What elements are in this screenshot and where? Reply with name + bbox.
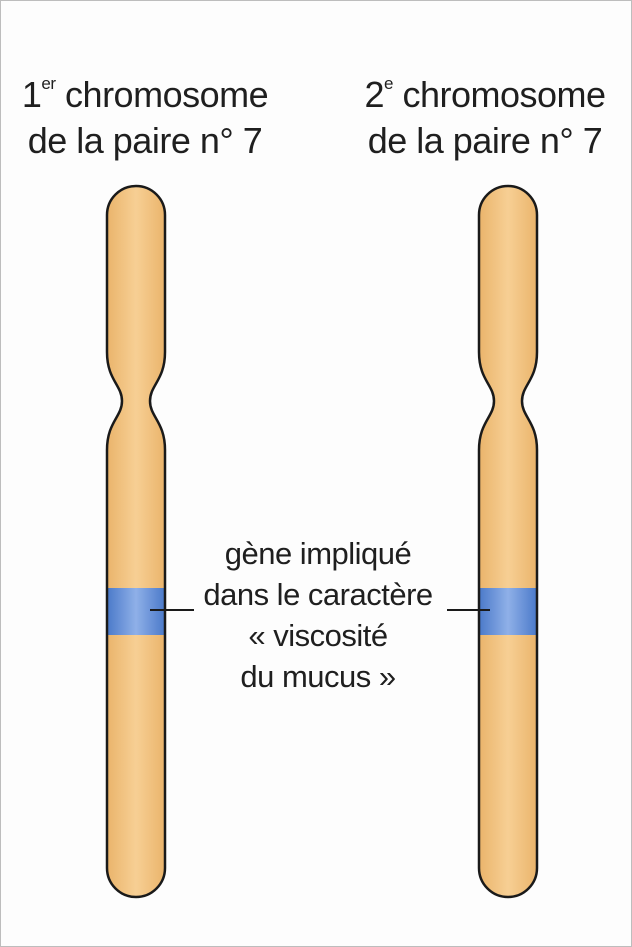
chromosome-2-body (479, 186, 537, 897)
chromosome-1-body (107, 186, 165, 897)
gene-label-line-2: dans le caractère (178, 574, 458, 615)
chromosome-1 (100, 186, 172, 897)
gene-label-line-3: « viscosité (178, 615, 458, 656)
gene-label-line-1: gène impliqué (178, 533, 458, 574)
gene-label-line-4: du mucus » (178, 656, 458, 697)
chromosome-2-gene-band (472, 588, 544, 635)
gene-label: gène impliqué dans le caractère « viscos… (178, 533, 458, 697)
chromosome-1-gene-band (100, 588, 172, 635)
chromosome-2 (472, 186, 544, 897)
